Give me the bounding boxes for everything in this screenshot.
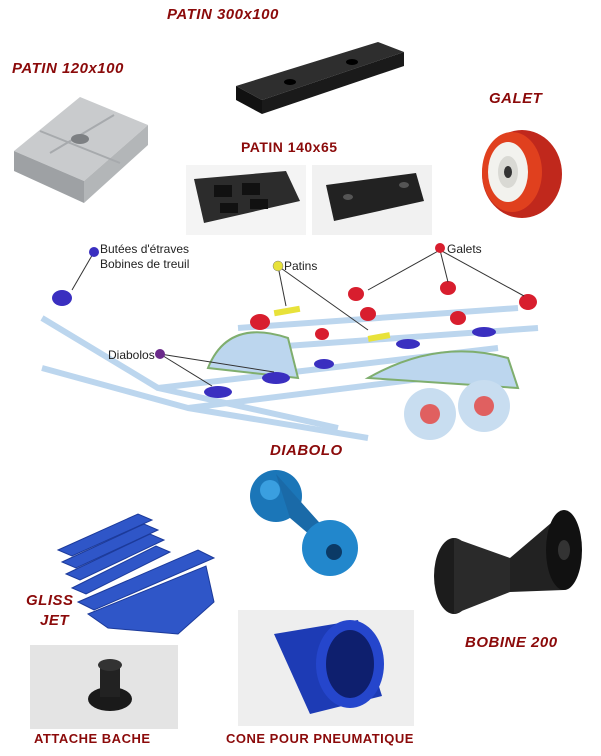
callout-galets: Galets <box>447 242 482 256</box>
diabolo-image <box>240 466 362 584</box>
callout-bobines: Bobines de treuil <box>100 257 190 271</box>
patin-140x65-image-a <box>186 165 306 235</box>
bobine-200-image <box>430 506 586 618</box>
label-patin-300x100: PATIN 300x100 <box>167 6 279 23</box>
patin-300x100-image <box>228 28 408 120</box>
label-patin-140x65: PATIN 140x65 <box>241 139 338 155</box>
patin-140x65-image-b <box>312 165 432 235</box>
label-diabolo: DIABOLO <box>270 442 343 459</box>
label-cone-pneumatique: CONE POUR PNEUMATIQUE <box>226 731 414 746</box>
cone-pneumatique-image <box>238 610 414 726</box>
label-jet: JET <box>40 612 70 629</box>
callout-butees: Butées d'étraves <box>100 242 190 256</box>
label-attache-bache: ATTACHE BACHE <box>34 731 151 746</box>
trailer-diagram <box>38 238 562 470</box>
label-patin-120x100: PATIN 120x100 <box>12 60 124 77</box>
label-bobine-200: BOBINE 200 <box>465 634 558 651</box>
label-gliss: GLISS <box>26 592 74 609</box>
attache-bache-image <box>30 645 178 729</box>
callout-diabolos: Diabolos <box>108 348 155 362</box>
gliss-jet-image <box>48 510 218 640</box>
galet-image <box>474 122 564 222</box>
callout-patins: Patins <box>284 259 318 273</box>
label-galet: GALET <box>489 90 543 107</box>
patin-120x100-image <box>10 85 152 205</box>
